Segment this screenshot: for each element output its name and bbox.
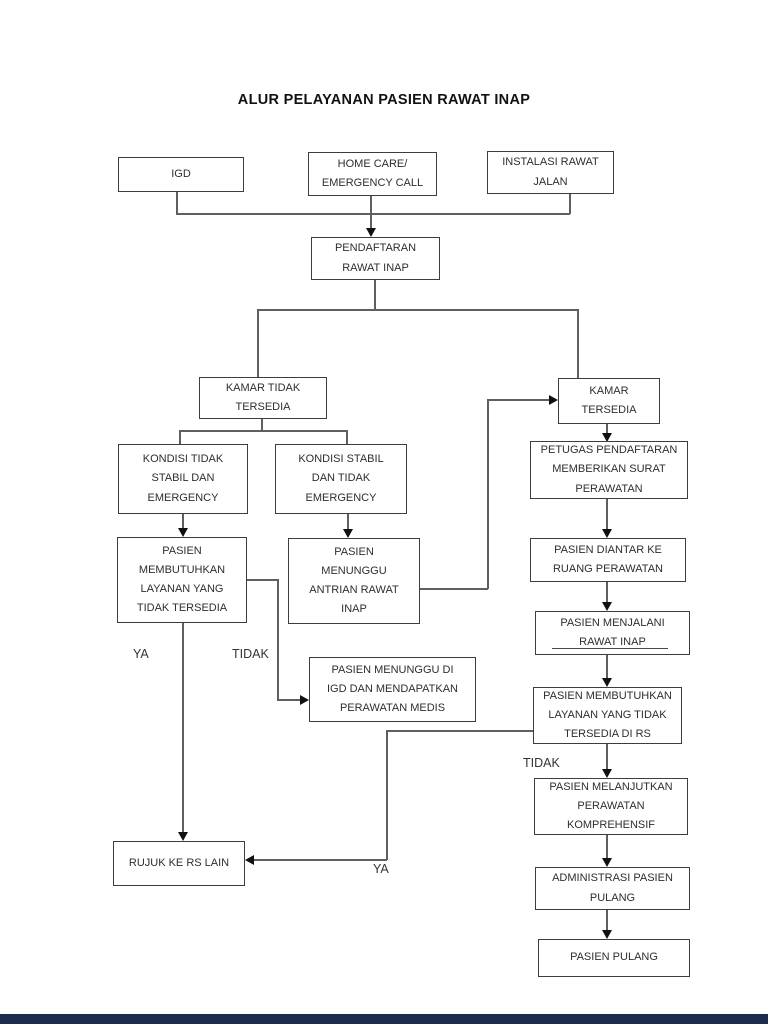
arrowhead-to-pasien-pulang — [602, 930, 612, 939]
label-tidak-right: TIDAK — [523, 756, 560, 770]
connector-tidak-h1 — [247, 579, 278, 581]
connector-ya-rs-h1 — [387, 730, 533, 732]
arrowhead-to-rujuk-right — [245, 855, 254, 865]
label-ya-bottom: YA — [373, 862, 389, 876]
node-kamar-tidak-tersedia: KAMAR TIDAK TERSEDIA — [199, 377, 327, 419]
node-petugas-pendaftaran: PETUGAS PENDAFTARAN MEMBERIKAN SURAT PER… — [530, 441, 688, 499]
arrowhead-to-pasien-menunggu-antrian — [343, 529, 353, 538]
connector-antrian-h — [420, 588, 488, 590]
connector-rc4 — [606, 655, 608, 680]
connector-rc6 — [606, 835, 608, 860]
connector-tidak-h2 — [277, 699, 302, 701]
connector-top-bracket — [176, 213, 570, 215]
connector-rc1 — [606, 424, 608, 435]
node-pasien-menunggu-antrian: PASIEN MENUNGGU ANTRIAN RAWAT INAP — [288, 538, 420, 624]
connector-split-right — [577, 309, 579, 378]
arrowhead-to-pasien-membutuhkan-rs — [602, 678, 612, 687]
connector-rc3 — [606, 582, 608, 604]
node-pasien-menunggu-igd: PASIEN MENUNGGU DI IGD DAN MENDAPATKAN P… — [309, 657, 476, 722]
node-kondisi-stabil: KONDISI STABIL DAN TIDAK EMERGENCY — [275, 444, 407, 514]
connector-tidak-v — [277, 579, 279, 700]
arrowhead-to-pasien-membutuhkan — [178, 528, 188, 537]
arrowhead-to-pasien-diantar — [602, 529, 612, 538]
node-pasien-melanjutkan: PASIEN MELANJUTKAN PERAWATAN KOMPREHENSI… — [534, 778, 688, 835]
node-home-care: HOME CARE/ EMERGENCY CALL — [308, 152, 437, 196]
connector-antrian-h2 — [487, 399, 551, 401]
connector-kondisi-bracket — [179, 430, 347, 432]
node-pendaftaran: PENDAFTARAN RAWAT INAP — [311, 237, 440, 280]
footer-bar — [0, 1014, 768, 1024]
connector-split — [257, 309, 578, 311]
connector-rc7 — [606, 910, 608, 932]
arrowhead-to-kamar-tersedia — [549, 395, 558, 405]
node-pasien-menjalani: PASIEN MENJALANI RAWAT INAP — [535, 611, 690, 655]
node-instalasi-rawat-jalan: INSTALASI RAWAT JALAN — [487, 151, 614, 194]
label-tidak-left: TIDAK — [232, 647, 269, 661]
arrowhead-to-rujuk-top — [178, 832, 188, 841]
connector-igd-down — [176, 192, 178, 214]
node-administrasi: ADMINISTRASI PASIEN PULANG — [535, 867, 690, 910]
node-pasien-membutuhkan-rs: PASIEN MEMBUTUHKAN LAYANAN YANG TIDAK TE… — [533, 687, 682, 744]
connector-kondisi-right — [346, 430, 348, 444]
node-kamar-tersedia: KAMAR TERSEDIA — [558, 378, 660, 424]
connector-ktt-down — [261, 419, 263, 431]
node-pasien-diantar: PASIEN DIANTAR KE RUANG PERAWATAN — [530, 538, 686, 582]
arrowhead-to-pasien-menunggu-igd — [300, 695, 309, 705]
connector-ya-down — [182, 623, 184, 835]
connector-split-left — [257, 309, 259, 377]
connector-ya-rs-v — [386, 730, 388, 860]
page-title: ALUR PELAYANAN PASIEN RAWAT INAP — [237, 92, 531, 108]
arrowhead-to-petugas — [602, 433, 612, 442]
connector-antrian-v — [487, 399, 489, 589]
connector-homecare-down — [370, 196, 372, 229]
label-ya-left: YA — [133, 647, 149, 661]
menjalani-underline — [552, 648, 668, 650]
connector-kondisi-left — [179, 430, 181, 444]
arrowhead-to-pasien-menjalani — [602, 602, 612, 611]
connector-kondisi1-down — [182, 514, 184, 530]
node-pasien-pulang: PASIEN PULANG — [538, 939, 690, 977]
connector-instalasi-down — [569, 194, 571, 214]
connector-rc5 — [606, 744, 608, 771]
connector-pendaftaran-down — [374, 280, 376, 310]
connector-kondisi2-down — [347, 514, 349, 531]
node-igd: IGD — [118, 157, 244, 192]
connector-rc2 — [606, 499, 608, 531]
connector-ya-rs-h2 — [252, 859, 387, 861]
node-pasien-membutuhkan: PASIEN MEMBUTUHKAN LAYANAN YANG TIDAK TE… — [117, 537, 247, 623]
arrowhead-to-pendaftaran — [366, 228, 376, 237]
arrowhead-to-administrasi — [602, 858, 612, 867]
node-kondisi-tidak-stabil: KONDISI TIDAK STABIL DAN EMERGENCY — [118, 444, 248, 514]
arrowhead-to-pasien-melanjutkan — [602, 769, 612, 778]
node-rujuk: RUJUK KE RS LAIN — [113, 841, 245, 886]
